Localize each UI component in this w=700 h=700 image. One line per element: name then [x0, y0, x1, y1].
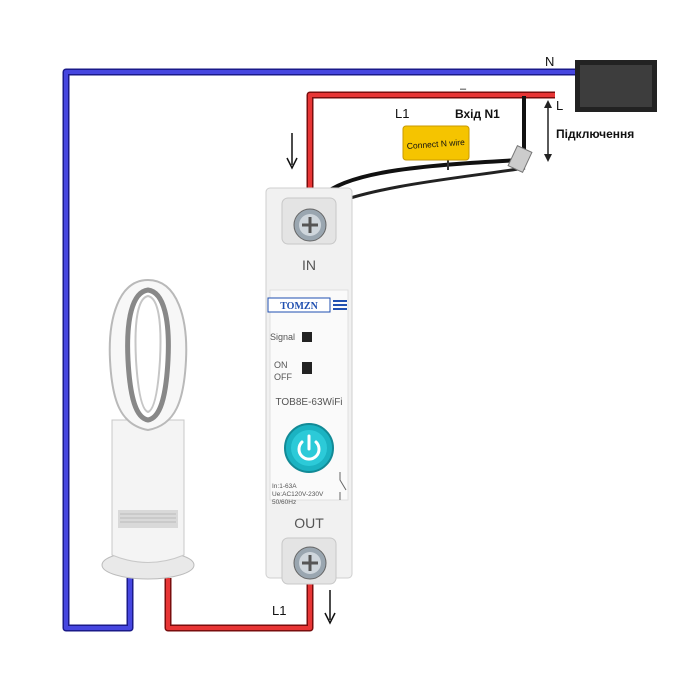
on-label: ON — [274, 360, 288, 370]
arrow-down-icon — [324, 590, 336, 625]
signal-led — [302, 332, 312, 342]
connection-label: Підключення — [556, 127, 634, 141]
signal-label: Signal — [270, 332, 295, 342]
line-label-top: L1 — [395, 106, 409, 121]
power-icon — [297, 434, 321, 461]
line-l-label: L — [556, 98, 563, 113]
live-wire-out — [164, 560, 314, 632]
input-n1-label: Вхід N1 — [455, 107, 500, 121]
spec-frequency: 50/60Hz — [272, 499, 296, 506]
capacitor-label: Connect N wire — [406, 137, 465, 151]
connection-arrow — [544, 100, 552, 162]
in-label: IN — [302, 257, 316, 273]
smart-breaker: IN OUT TOMZN Signal ON OFF TOB8E-63WiFi — [265, 187, 353, 585]
bladeless-fan — [101, 278, 195, 580]
live-wire-in — [306, 91, 555, 228]
junction-clip — [507, 144, 533, 174]
arrow-down-icon — [286, 133, 298, 170]
spec-voltage: Ue:AC120V-230V — [272, 491, 324, 498]
on-off-button[interactable] — [302, 362, 312, 374]
neutral-wire — [62, 68, 580, 632]
capacitor-tag: Connect N wire — [402, 125, 470, 170]
brand-logo: TOMZN — [280, 301, 318, 312]
out-label: OUT — [294, 515, 324, 531]
supply-box — [575, 60, 657, 112]
spec-current: In:1-63A — [272, 483, 297, 490]
brand-stripes-icon — [333, 300, 347, 310]
line-label-bottom: L1 — [272, 603, 286, 618]
off-label: OFF — [274, 372, 292, 382]
model-label: TOB8E-63WiFi — [275, 397, 342, 408]
neutral-label: N — [545, 54, 554, 69]
switch-symbol-icon — [339, 472, 347, 500]
power-button[interactable] — [284, 423, 334, 473]
neutral-dash: – — [460, 83, 467, 95]
